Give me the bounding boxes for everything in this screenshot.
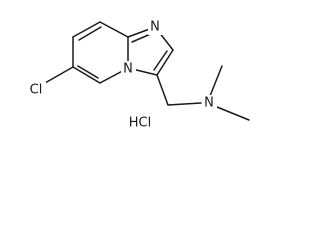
atom-n-amine: N	[202, 95, 217, 111]
pyridine-ring	[72, 21, 129, 84]
bond-c3-ch2	[156, 74, 169, 106]
atom-n1: N	[148, 19, 163, 35]
bond-ch2-n	[167, 102, 202, 106]
salt-label-hcl: HCl	[129, 116, 151, 131]
bond-c6-c5	[72, 66, 101, 84]
bond-n-methyl-right	[216, 106, 250, 121]
atom-label-cl: Cl	[30, 83, 43, 98]
bond-n-methyl-up	[209, 65, 223, 97]
atom-label-n-amine: N	[204, 96, 214, 111]
bond-c7-c7-inner	[78, 26, 102, 41]
bond-c6-cl	[44, 66, 74, 84]
chemical-structure-diagram: N N N Cl HCl	[24, 19, 250, 131]
bond-c2-c3-inner	[153, 50, 168, 71]
imidazole-ring	[127, 26, 174, 76]
atom-label-n4: N	[123, 62, 133, 77]
atom-cl: Cl	[24, 82, 46, 98]
bond-c6-c5-inner	[77, 65, 99, 79]
atom-label-n1: N	[150, 20, 160, 35]
bond-c8-c7	[72, 21, 101, 38]
substituents	[44, 65, 250, 121]
bond-c8a-c8	[99, 21, 129, 38]
atom-n4: N	[121, 61, 136, 77]
bond-c2-c3	[156, 49, 174, 76]
